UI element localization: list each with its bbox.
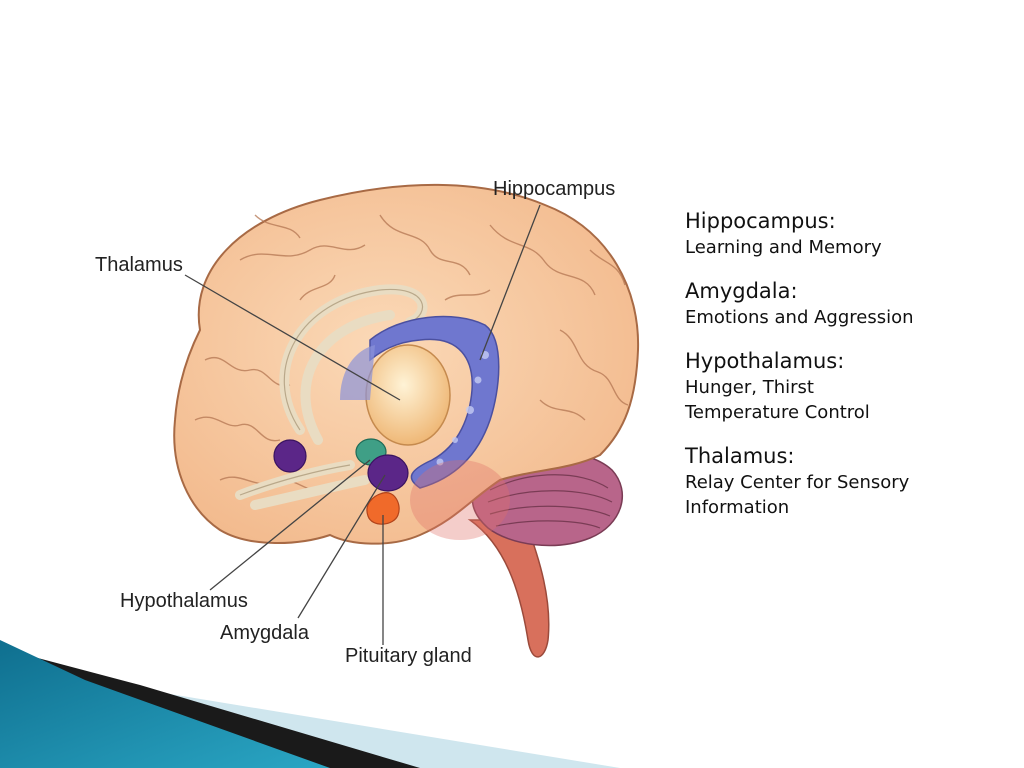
legend-term: Amygdala:: [685, 279, 798, 303]
legend-term: Hypothalamus:: [685, 349, 845, 373]
legend-desc: Hunger, Thirst Temperature Control: [685, 377, 870, 423]
legend-term: Hippocampus:: [685, 209, 836, 233]
legend-term: Thalamus:: [685, 444, 795, 468]
thalamus: [365, 344, 451, 446]
legend-desc: Relay Center for Sensory Information: [685, 472, 910, 518]
legend-item-hypothalamus: Hypothalamus: Hunger, Thirst Temperature…: [685, 347, 1015, 425]
amygdala: [273, 439, 307, 473]
hippocampus: [369, 315, 500, 489]
legend-desc: Emotions and Aggression: [685, 307, 914, 328]
label-hippocampus: Hippocampus: [493, 178, 616, 200]
function-legend: Hippocampus: Learning and Memory Amygdal…: [685, 207, 1015, 537]
leader-thalamus: [184, 274, 401, 401]
label-thalamus: Thalamus: [95, 254, 183, 276]
amygdala-body: [367, 454, 409, 492]
cortex-gyri: [194, 214, 629, 492]
legend-item-hippocampus: Hippocampus: Learning and Memory: [685, 207, 1015, 260]
leader-amygdala: [297, 474, 386, 619]
label-pituitary-gland: Pituitary gland: [345, 645, 472, 667]
legend-desc: Learning and Memory: [685, 237, 882, 258]
legend-item-thalamus: Thalamus: Relay Center for Sensory Infor…: [685, 442, 1015, 520]
label-hypothalamus: Hypothalamus: [120, 590, 248, 612]
leader-hypothalamus: [209, 459, 371, 591]
leader-hippocampus: [479, 204, 541, 361]
legend-item-amygdala: Amygdala: Emotions and Aggression: [685, 277, 1015, 330]
label-amygdala: Amygdala: [220, 622, 309, 644]
leader-lines: [184, 204, 541, 645]
